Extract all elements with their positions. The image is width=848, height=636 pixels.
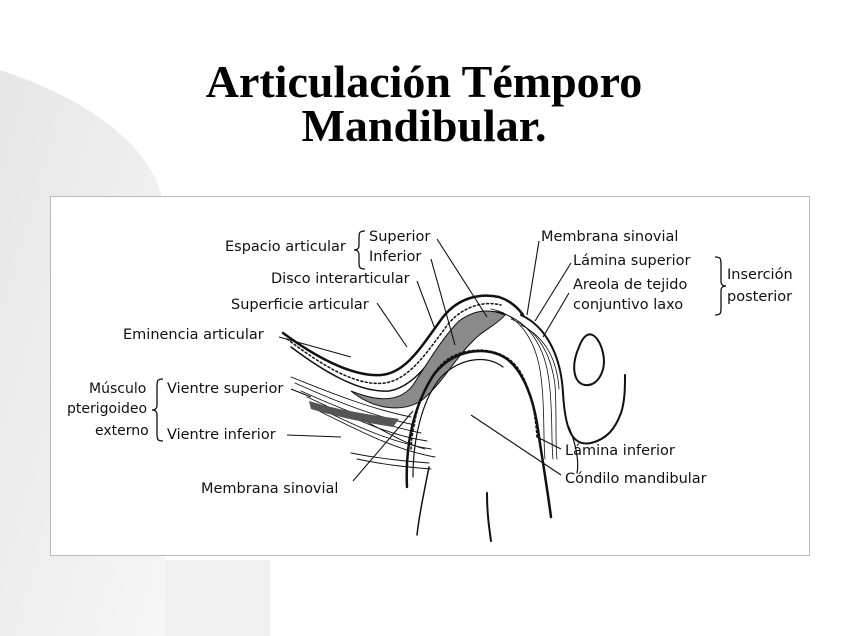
label-externo: externo: [95, 423, 149, 439]
brace-espacio: [354, 231, 365, 269]
label-insercion: Inserción: [727, 267, 793, 283]
label-posterior: posterior: [727, 289, 792, 305]
leader-membrana-top: [527, 241, 539, 315]
anatomy-illustration: [283, 296, 625, 541]
brace-musculo: [152, 379, 163, 441]
ear-canal: [574, 334, 604, 385]
label-musculo: Músculo: [89, 381, 146, 397]
label-pterigoideo: pterigoideo: [67, 401, 147, 417]
label-vientre-inferior: Vientre inferior: [167, 427, 276, 443]
label-espacio-articular: Espacio articular: [225, 239, 346, 255]
label-disco-interarticular: Disco interarticular: [271, 271, 410, 287]
leader-disco: [417, 281, 435, 329]
ramus-line: [417, 467, 429, 535]
tmj-diagram-figure: Espacio articular Superior Inferior Disc…: [50, 196, 810, 556]
label-areola-line1: Areola de tejido: [573, 277, 687, 293]
label-inferior: Inferior: [369, 249, 421, 265]
label-eminencia-articular: Eminencia articular: [123, 327, 264, 343]
leader-vientre-inferior: [287, 435, 341, 437]
label-lamina-superior: Lámina superior: [573, 253, 691, 269]
brace-insercion: [715, 257, 726, 315]
leader-condilo: [471, 415, 561, 475]
label-lamina-inferior: Lámina inferior: [565, 443, 675, 459]
leader-areola: [543, 293, 569, 337]
label-membrana-sinovial-top: Membrana sinovial: [541, 229, 678, 245]
title-line-2: Mandibular.: [0, 104, 848, 148]
label-superficie-articular: Superficie articular: [231, 297, 369, 313]
leader-superficie: [377, 303, 407, 347]
tmj-diagram: Espacio articular Superior Inferior Disc…: [51, 197, 811, 557]
title-line-1: Articulación Témporo: [0, 60, 848, 104]
label-membrana-sinovial-bottom: Membrana sinovial: [201, 481, 338, 497]
label-condilo-mandibular: Cóndilo mandibular: [565, 471, 707, 487]
label-superior: Superior: [369, 229, 430, 245]
label-vientre-superior: Vientre superior: [167, 381, 283, 397]
leader-vientre-superior: [291, 389, 311, 397]
slide-title: Articulación Témporo Mandibular.: [0, 60, 848, 148]
label-areola-line2: conjuntivo laxo: [573, 297, 683, 313]
leader-superior: [437, 239, 487, 317]
leader-lamina-superior: [535, 263, 571, 321]
